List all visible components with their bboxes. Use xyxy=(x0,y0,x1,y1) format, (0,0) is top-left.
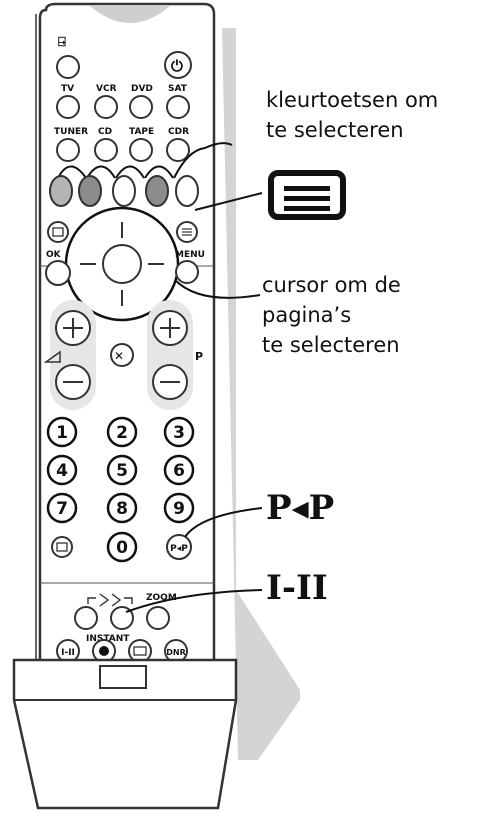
digit-labels: 1 2 3 4 5 6 7 8 9 0 xyxy=(56,423,185,558)
teletext-leader xyxy=(194,192,263,211)
svg-text:9: 9 xyxy=(173,499,185,519)
svg-text:TAPE: TAPE xyxy=(129,127,154,137)
remote-shadow xyxy=(222,28,300,760)
svg-text:1: 1 xyxy=(56,423,68,443)
colour-keys-bracket xyxy=(57,142,233,179)
cursor-leader xyxy=(174,279,261,299)
info-icon xyxy=(56,542,68,552)
menu-button[interactable] xyxy=(175,260,199,284)
svg-text:DVD: DVD xyxy=(131,84,153,94)
lower-section-marks xyxy=(87,593,133,607)
svg-text:SAT: SAT xyxy=(168,84,188,94)
svg-text:TUNER: TUNER xyxy=(54,127,88,137)
cursor-marks xyxy=(80,222,164,306)
svg-text:4: 4 xyxy=(56,461,68,481)
cursor-callout-line1: cursor om de pagina’s xyxy=(262,273,401,327)
volume-wedge-icon xyxy=(43,350,61,363)
svg-text:5: 5 xyxy=(116,461,128,481)
colour-keys-callout-line2: te selecteren xyxy=(266,118,404,142)
i-ii-callout: I-II xyxy=(266,568,328,608)
av-icon: ⍈ xyxy=(58,35,66,50)
colour-keys-callout: kleurtoetsen om te selecteren xyxy=(266,85,438,145)
format-button[interactable] xyxy=(128,639,152,663)
freeze-button[interactable] xyxy=(74,606,98,630)
pip-callout: P◂P xyxy=(266,488,335,528)
i-ii-leader xyxy=(125,589,263,613)
dnr-button-label: DNR xyxy=(166,648,186,657)
teletext-small-icon xyxy=(182,228,192,236)
record-icon xyxy=(99,646,109,656)
svg-text:0: 0 xyxy=(116,538,128,558)
mute-icon: ✕ xyxy=(114,349,124,363)
zoom-label: ZOOM xyxy=(146,593,177,603)
source-labels-row2: TUNER CD TAPE CDR xyxy=(54,127,189,137)
svg-text:CD: CD xyxy=(98,127,112,137)
cursor-callout: cursor om de pagina’s te selecteren xyxy=(262,270,492,360)
power-icon: ⏻ xyxy=(171,57,183,75)
svg-text:3: 3 xyxy=(173,423,185,443)
cover-hinge xyxy=(99,665,147,689)
colour-keys[interactable] xyxy=(49,175,199,207)
colour-keys-callout-line1: kleurtoetsen om xyxy=(266,88,439,112)
info-button[interactable] xyxy=(51,536,73,558)
mute-button[interactable] xyxy=(110,343,134,367)
svg-text:7: 7 xyxy=(56,499,68,519)
source-buttons-row2[interactable] xyxy=(56,138,190,162)
av-button[interactable] xyxy=(56,55,80,79)
source-buttons-row1[interactable] xyxy=(56,95,190,119)
source-labels-row1: TV VCR DVD SAT xyxy=(61,84,188,94)
left-function-button[interactable] xyxy=(47,221,69,243)
svg-text:TV: TV xyxy=(61,84,74,94)
digit-buttons[interactable] xyxy=(46,416,195,563)
volume-rocker[interactable] xyxy=(50,300,96,410)
svg-text:2: 2 xyxy=(116,423,128,443)
instant-label: INSTANT xyxy=(86,634,130,644)
menu-label: MENU xyxy=(175,250,205,260)
svg-text:CDR: CDR xyxy=(168,127,189,137)
ok-centre-button[interactable] xyxy=(102,244,142,284)
svg-text:8: 8 xyxy=(116,499,128,519)
program-label: P xyxy=(195,350,203,363)
i-ii-button-label: I-II xyxy=(61,648,75,658)
pip-button-label: P◂P xyxy=(170,544,188,554)
cursor-callout-line2: te selecteren xyxy=(262,333,400,357)
left-function-icon xyxy=(52,227,64,237)
format-icon xyxy=(133,646,147,656)
remote-top-cap xyxy=(90,6,170,23)
pip-leader xyxy=(184,507,263,538)
pip-button[interactable] xyxy=(166,534,192,560)
zoom-button[interactable] xyxy=(146,606,170,630)
ok-label: OK xyxy=(46,250,62,260)
teletext-icon xyxy=(268,170,346,220)
program-rocker[interactable] xyxy=(147,300,193,410)
svg-text:6: 6 xyxy=(173,461,185,481)
ok-button[interactable] xyxy=(45,260,71,286)
svg-text:VCR: VCR xyxy=(96,84,117,94)
standby-button[interactable] xyxy=(164,51,192,79)
